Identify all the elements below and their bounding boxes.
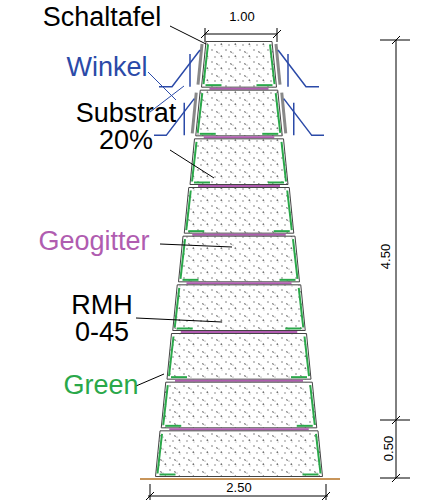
green-face (198, 93, 203, 133)
angle-bracket (284, 99, 324, 136)
soil-layer (161, 382, 317, 428)
soil-layer (156, 431, 323, 477)
part-label: Winkel (52, 54, 162, 81)
green-face (163, 385, 168, 425)
green-wrap (177, 328, 193, 330)
soil-layer (179, 236, 300, 282)
green-face (158, 434, 163, 474)
green-face (276, 93, 281, 133)
part-label: Geogitter (24, 228, 164, 255)
green-wrap (262, 133, 278, 135)
green-wrap (274, 230, 290, 232)
angle-bracket (159, 50, 200, 87)
part-label: Substrat 20% (70, 100, 182, 154)
green-wrap (303, 474, 319, 476)
part-label: RMH 0-45 (66, 292, 138, 346)
angle-bracket (189, 54, 191, 87)
green-face (192, 142, 197, 182)
geogrid-line (181, 331, 298, 333)
green-face (316, 434, 321, 474)
green-face (186, 191, 191, 231)
soil-layer (173, 285, 306, 331)
green-wrap (257, 84, 273, 86)
dimension: 1.00 (222, 10, 262, 23)
green-wrap (291, 376, 307, 378)
soil-layer (190, 139, 288, 185)
green-face (270, 45, 275, 85)
soil-layer (196, 90, 283, 136)
green-wrap (194, 182, 210, 184)
green-wrap (268, 182, 284, 184)
green-face (310, 385, 315, 425)
angle-bracket (278, 50, 319, 87)
geogrid-line (210, 88, 269, 90)
geogrid-line (175, 380, 303, 382)
geogrid-line (192, 234, 286, 236)
angle-bracket (184, 103, 186, 136)
part-label: Schaltafel (22, 4, 182, 31)
green-wrap (297, 425, 313, 427)
green-face (282, 142, 287, 182)
green-wrap (200, 133, 216, 135)
green-face (287, 191, 292, 231)
green-wrap (165, 425, 181, 427)
green-face (305, 337, 310, 377)
geogrid-line (204, 136, 275, 138)
green-wrap (160, 474, 176, 476)
green-face (299, 288, 304, 328)
soil-layer (184, 188, 294, 234)
part-label: Green (56, 372, 146, 399)
geogrid-line (198, 185, 280, 187)
green-wrap (280, 279, 296, 281)
angle-bracket (287, 54, 289, 87)
green-face (175, 288, 180, 328)
green-wrap (171, 376, 187, 378)
green-wrap (183, 279, 199, 281)
dimension: 2.50 (219, 481, 259, 494)
geogrid-line (187, 282, 292, 284)
angle-bracket (293, 103, 295, 136)
soil-layer (167, 334, 311, 380)
soil-layer (202, 42, 277, 88)
green-wrap (206, 84, 222, 86)
dimension: 0.50 (382, 429, 395, 469)
green-wrap (285, 328, 301, 330)
green-face (293, 239, 298, 279)
green-wrap (188, 230, 204, 232)
geogrid-line (169, 428, 309, 430)
green-face (169, 337, 174, 377)
green-face (204, 45, 209, 85)
dimension: 4.50 (379, 237, 392, 277)
